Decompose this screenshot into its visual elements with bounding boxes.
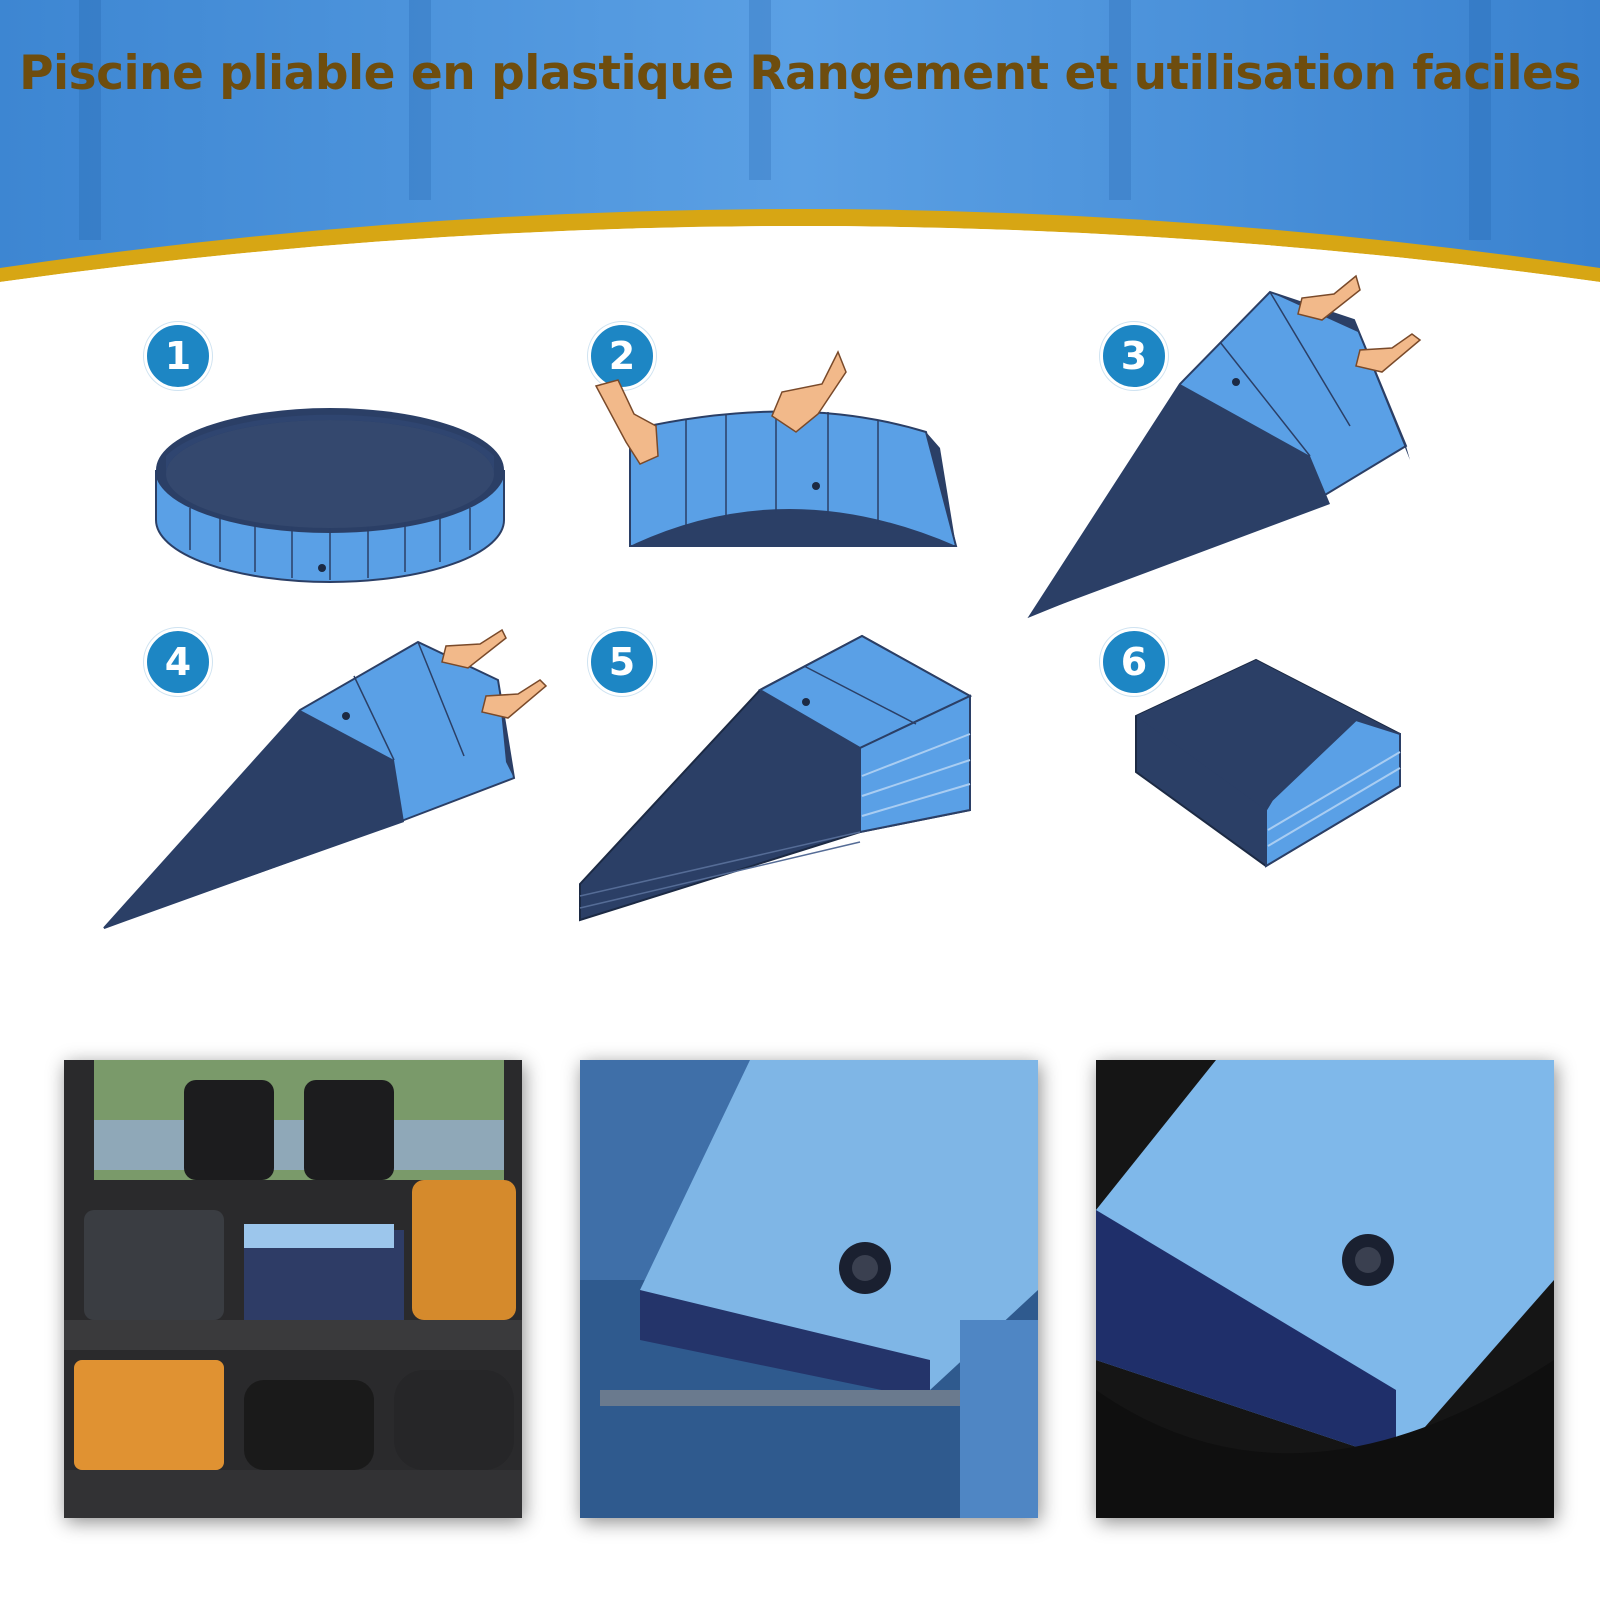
pool-folded-square-illustration (1135, 658, 1401, 868)
step-badge-3: 3 (1100, 322, 1168, 390)
photo-drawer (580, 1060, 1038, 1518)
photo-car-trunk (64, 1060, 522, 1518)
step-badge-1: 1 (144, 322, 212, 390)
hand-icon (481, 679, 548, 719)
page-title: Piscine pliable en plastique Rangement e… (19, 46, 1581, 101)
pool-wedge-stacked-illustration (579, 634, 973, 922)
pool-wedge-refold-illustration (103, 628, 548, 929)
pool-wedge-fold-illustration (1027, 274, 1422, 619)
pool-half-folded-illustration (594, 350, 958, 547)
step-badge-5: 5 (588, 628, 656, 696)
step-badge-2: 2 (588, 322, 656, 390)
header-banner (0, 0, 1600, 300)
hand-icon (441, 628, 507, 669)
hand-icon (771, 350, 847, 433)
photo-bag (1096, 1060, 1554, 1518)
hand-icon (1297, 274, 1361, 321)
step-badge-6: 6 (1100, 628, 1168, 696)
hand-icon (594, 379, 659, 465)
round-pool-open-illustration (155, 408, 505, 583)
step-badge-4: 4 (144, 628, 212, 696)
hand-icon (1355, 333, 1422, 373)
